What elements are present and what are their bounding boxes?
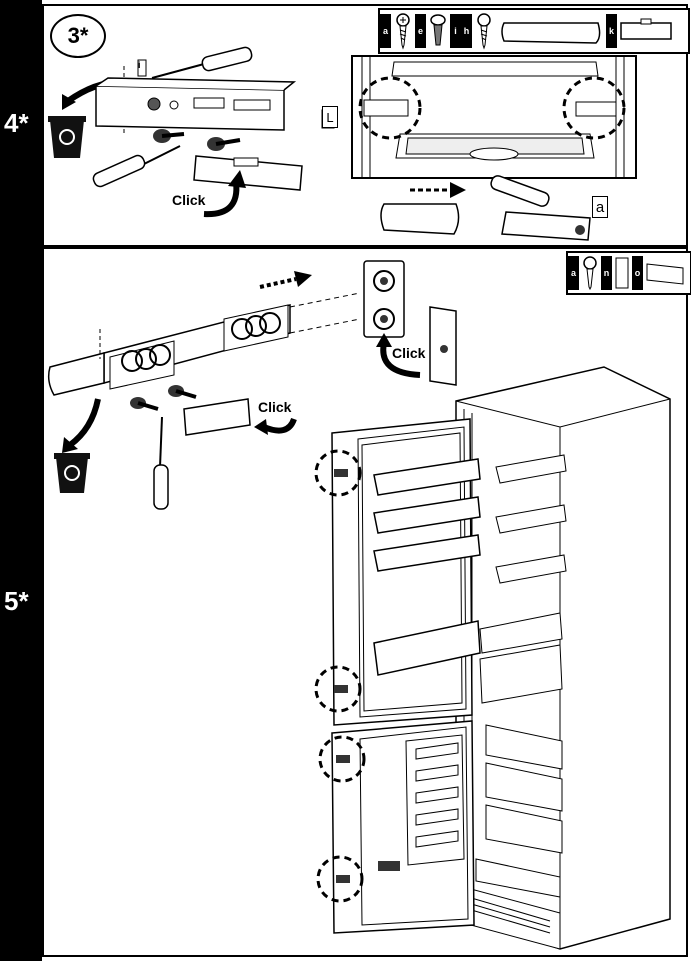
screw-icon bbox=[396, 13, 410, 50]
step-5-panel: a n o bbox=[42, 247, 691, 957]
click-label: Click bbox=[392, 345, 426, 361]
part-tag: a bbox=[568, 256, 579, 290]
step-sidebar bbox=[0, 0, 42, 961]
parts-strip-step4: a e i h k bbox=[378, 8, 690, 54]
part-tag: o bbox=[632, 256, 643, 290]
step-number-4: 4* bbox=[4, 108, 29, 138]
cover-plate-icon bbox=[646, 263, 684, 285]
part-tag: e bbox=[415, 14, 426, 48]
screw-icon bbox=[168, 385, 197, 399]
click-label: Click bbox=[172, 192, 206, 208]
recycle-bin-icon bbox=[54, 453, 90, 493]
hinge-removal-illustration bbox=[48, 46, 335, 218]
hinge-plate-icon bbox=[615, 257, 629, 289]
part-tag: n bbox=[601, 256, 612, 290]
screw-icon bbox=[153, 129, 185, 143]
screw-icon bbox=[130, 397, 159, 411]
step-4-panel: 3* a e i h bbox=[42, 4, 690, 247]
reference-step-badge: 3* bbox=[50, 14, 106, 58]
part-tag: i bbox=[450, 14, 461, 48]
screwdriver-icon bbox=[153, 416, 169, 510]
screwdriver-icon bbox=[92, 145, 181, 188]
parts-strip-step5: a n o bbox=[566, 251, 691, 295]
click-label: Click bbox=[258, 399, 292, 415]
step-number-5: 5* bbox=[4, 586, 29, 616]
screw-icon bbox=[477, 13, 491, 50]
part-label-L: L bbox=[322, 106, 338, 128]
screwdriver-icon bbox=[151, 46, 253, 79]
part-tag: h bbox=[461, 14, 472, 48]
screw-icon bbox=[207, 137, 241, 151]
cover-plate-icon bbox=[620, 18, 672, 40]
part-tag: a bbox=[380, 14, 391, 48]
hinge-inset-illustration bbox=[351, 55, 637, 241]
part-label-i: i bbox=[138, 60, 141, 70]
hinge-cover-icon bbox=[501, 22, 601, 44]
recycle-bin-icon bbox=[48, 116, 86, 158]
screw-icon bbox=[583, 256, 597, 291]
plug-icon bbox=[430, 14, 446, 46]
part-tag: k bbox=[606, 14, 617, 48]
fridge-hinge-illustration bbox=[47, 260, 671, 950]
inset-part-label-a: a bbox=[592, 196, 608, 218]
